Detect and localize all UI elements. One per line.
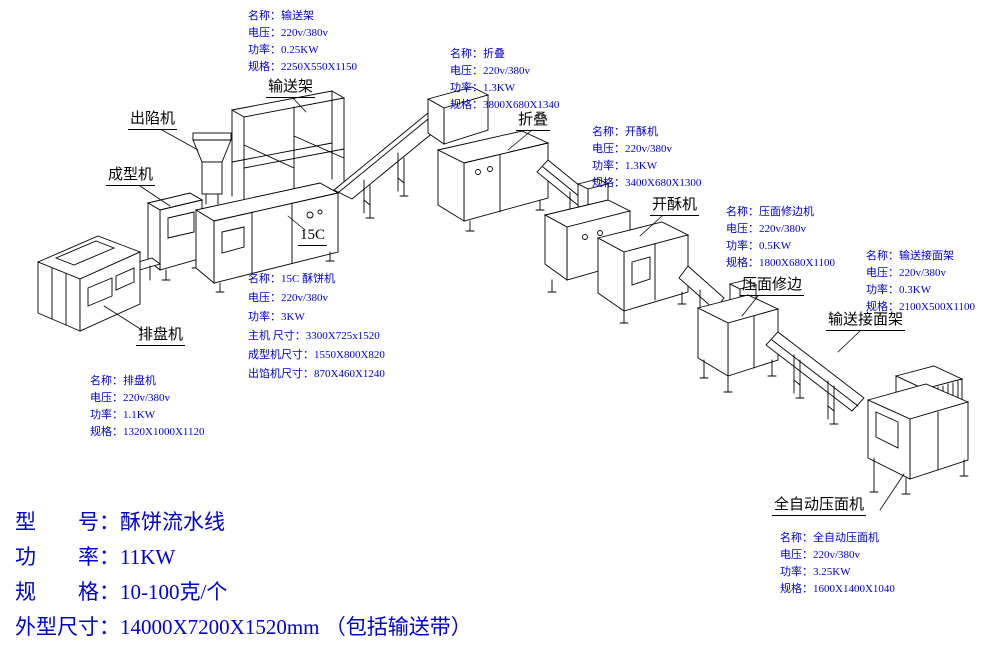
spec-line: 功率：3.25KW — [780, 566, 851, 578]
spec-line: 电压：220v/380v — [726, 223, 807, 235]
spec-line: 功率：0.3KW — [866, 284, 932, 296]
shusongjia-frame-drawing — [230, 90, 349, 206]
spec-line: 规格：2250X550X1150 — [248, 61, 357, 73]
spec-line: 电压：220v/380v — [592, 143, 673, 155]
spec-line: 出馅机尺寸：870X460X1240 — [248, 368, 385, 380]
spec-line: 电压：220v/380v — [248, 292, 329, 304]
spec-line: 电压：220v/380v — [248, 27, 329, 39]
shusongjiemianjia-drawing — [765, 331, 865, 425]
spec-block-shusongjia: 名称：输送架 电压：220v/380v 功率：0.25KW 规格：2250X55… — [248, 8, 357, 76]
spec-block-quanzidongyamianji: 名称：全自动压面机 电压：220v/380v 功率：3.25KW 规格：1600… — [780, 530, 895, 598]
spec-line: 成型机尺寸：1550X800X820 — [248, 349, 385, 361]
yamianxiubian-drawing — [696, 279, 780, 393]
spec-line: 电压：220v/380v — [450, 65, 531, 77]
quanzidongyamianji-drawing — [866, 365, 970, 495]
spec-line: 规格：3400X680X1300 — [592, 177, 702, 189]
spec-block-kaisuji: 名称：开酥机 电压：220v/380v 功率：1.3KW 规格：3400X680… — [592, 124, 701, 192]
spec-line: 名称：排盘机 — [90, 375, 156, 387]
label-yamianxiubian: 压面修边 — [740, 276, 805, 296]
spec-line: 规格：1320X1000X1120 — [90, 426, 205, 438]
spec-line: 主机 尺寸：3300X725x1520 — [248, 330, 380, 342]
label-kaisuji: 开酥机 — [650, 196, 700, 216]
kaisuji-drawing — [543, 178, 690, 324]
spec-line: 规格：3800X680X1340 — [450, 99, 560, 111]
label-15c: 15C — [298, 226, 328, 246]
spec-line: 名称：压面修边机 — [726, 206, 814, 218]
label-shusongjia: 输送架 — [266, 78, 316, 98]
spec-line: 规格：2100X500X1100 — [866, 301, 975, 313]
spec-line: 功率：3KW — [248, 311, 305, 323]
summary-power-row: 功 率：11KW — [15, 545, 176, 569]
spec-line: 规格：1800X680X1100 — [726, 257, 835, 269]
spec-line: 规格：1600X1400X1040 — [780, 583, 895, 595]
spec-line: 名称：15C 酥饼机 — [248, 273, 336, 285]
summary-block: 型 号：酥饼流水线 功 率：11KW 规 格：10-100克/个 外型尺寸：14… — [15, 505, 472, 645]
label-zhedie: 折叠 — [516, 111, 551, 131]
spec-block-zhedie: 名称：折叠 电压：220v/380v 功率：1.3KW 规格：3800X680X… — [450, 46, 559, 114]
summary-model-row: 型 号：酥饼流水线 — [15, 510, 225, 534]
spec-line: 电压：220v/380v — [780, 549, 861, 561]
label-paipanji: 排盘机 — [136, 326, 186, 346]
summary-dimensions-row: 外型尺寸：14000X7200X1520mm （包括输送带） — [15, 615, 472, 639]
spec-line: 名称：输送接面架 — [866, 250, 954, 262]
chuxianji-drawing — [192, 132, 232, 205]
spec-line: 名称：折叠 — [450, 48, 505, 60]
leader-lines — [103, 96, 905, 511]
spec-line: 功率：1.3KW — [450, 82, 516, 94]
spec-line: 名称：输送架 — [248, 10, 314, 22]
spec-line: 电压：220v/380v — [90, 392, 171, 404]
summary-spec-row: 规 格：10-100克/个 — [15, 580, 228, 604]
label-chuxianji: 出陷机 — [128, 110, 178, 130]
spec-block-yamianxiubianji: 名称：压面修边机 电压：220v/380v 功率：0.5KW 规格：1800X6… — [726, 204, 835, 272]
spec-line: 功率：0.5KW — [726, 240, 792, 252]
spec-line: 功率：0.25KW — [248, 44, 319, 56]
label-chengxingji: 成型机 — [106, 166, 156, 186]
label-shusongjiemianjia: 输送接面架 — [826, 311, 906, 331]
spec-block-paipanji: 名称：排盘机 电压：220v/380v 功率：1.1KW 规格：1320X100… — [90, 373, 204, 441]
spec-line: 名称：全自动压面机 — [780, 532, 879, 544]
spec-line: 电压：220v/380v — [866, 267, 947, 279]
spec-block-15c-subingji: 名称：15C 酥饼机 电压：220v/380v 功率：3KW 主机 尺寸：330… — [248, 270, 385, 384]
spec-block-shusongjiemianjia: 名称：输送接面架 电压：220v/380v 功率：0.3KW 规格：2100X5… — [866, 248, 975, 316]
main-15c-drawing — [194, 182, 340, 293]
zhedie-drawing — [426, 86, 550, 232]
label-quanzidongyamianji: 全自动压面机 — [772, 496, 867, 516]
spec-line: 功率：1.1KW — [90, 409, 156, 421]
chengxingji-drawing — [146, 192, 204, 281]
paipanji-drawing — [36, 235, 142, 332]
spec-line: 名称：开酥机 — [592, 126, 658, 138]
spec-line: 功率：1.3KW — [592, 160, 658, 172]
